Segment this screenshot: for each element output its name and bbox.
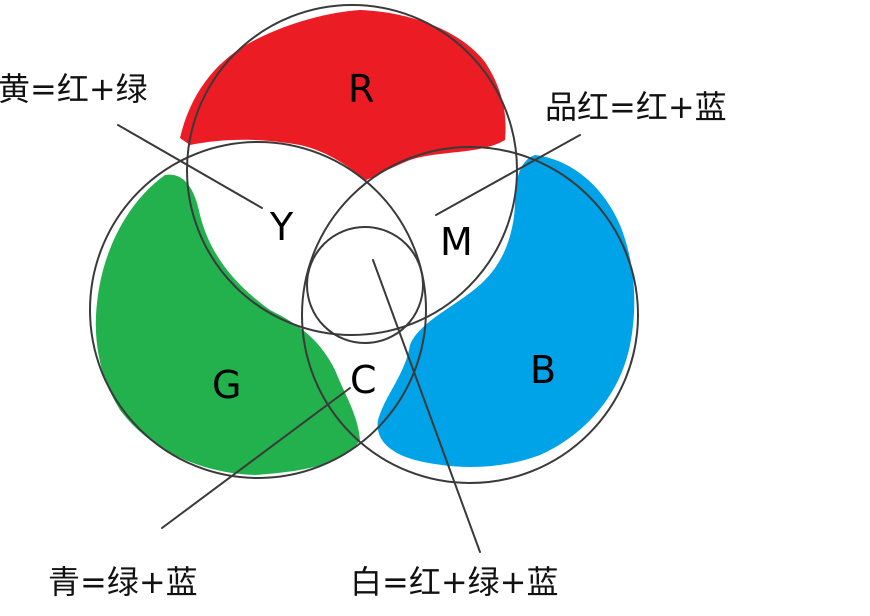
green-circle-outline — [89, 141, 427, 479]
letter-r: R — [348, 67, 374, 111]
caption-magenta: 品红=红+蓝 — [545, 88, 727, 126]
caption-yellow: 黄=红+绿 — [0, 70, 148, 108]
letter-m: M — [440, 220, 473, 264]
letter-c: C — [350, 358, 377, 402]
white-leader-line — [372, 259, 481, 553]
magenta-leader-line — [435, 134, 581, 216]
letter-g: G — [212, 363, 241, 407]
inner-center-circle-outline — [306, 226, 424, 344]
caption-white: 白=红+绿+蓝 — [350, 563, 558, 601]
green-region — [95, 174, 360, 475]
blue-region — [377, 155, 635, 467]
caption-cyan: 青=绿+蓝 — [48, 563, 198, 601]
letter-b: B — [530, 348, 556, 392]
red-region — [180, 10, 506, 180]
yellow-leader-line — [117, 124, 263, 209]
letter-y: Y — [269, 205, 294, 249]
cyan-leader-line — [161, 387, 351, 529]
blue-circle-outline — [301, 146, 639, 484]
